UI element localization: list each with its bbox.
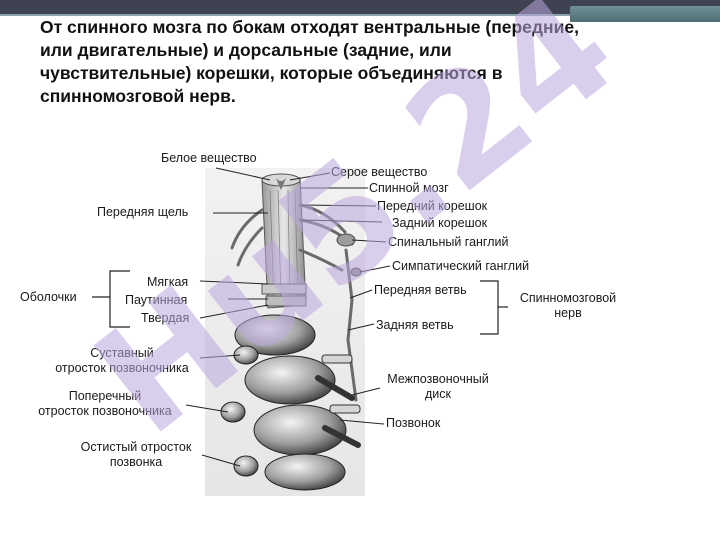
label-arachnoid: Паутинная <box>125 293 188 307</box>
label-articular-process: Суставный отросток позвоночника <box>42 346 202 376</box>
label-spinous-process: Остистый отросток позвонка <box>66 440 206 470</box>
label-anterior-fissure: Передняя щель <box>97 205 189 219</box>
vertebra-1 <box>234 314 316 356</box>
heading-line-2: или двигательные) и дорсальные (задние, … <box>40 40 452 60</box>
label-gray-matter: Серое вещество <box>331 165 428 179</box>
label-spinous-line-2: позвонка <box>109 455 163 469</box>
label-intervertebral-disc: Межпозвоночный диск <box>372 372 504 402</box>
rib-stub-2 <box>322 425 361 448</box>
top-bar-line <box>0 14 720 16</box>
label-transverse-line-1: Поперечный <box>68 389 142 403</box>
label-articular-line-1: Суставный <box>90 346 154 360</box>
heading-line-1: От спинного мозга по бокам отходят вентр… <box>40 17 579 37</box>
label-articular-line-2: отросток позвоночника <box>55 361 189 375</box>
heading-line-4: спинномозговой нерв. <box>40 86 236 106</box>
disc-1 <box>321 354 353 364</box>
slide-heading: От спинного мозга по бокам отходят вентр… <box>40 16 690 108</box>
label-spinal-cord: Спинной мозг <box>369 181 449 195</box>
label-posterior-branch: Задняя ветвь <box>376 318 454 332</box>
sympathetic-ganglion-shape <box>350 267 362 277</box>
label-spinal-ganglion: Спинальный ганглий <box>388 235 509 249</box>
meninges-band-1 <box>261 283 307 295</box>
label-transverse-line-2: отросток позвоночника <box>38 404 172 418</box>
label-white-matter: Белое вещество <box>161 151 257 165</box>
gray-matter-shape <box>276 178 286 190</box>
spinal-nerve-bracket <box>480 280 499 335</box>
rib-stub-1 <box>315 375 355 401</box>
label-meninges: Оболочки <box>20 290 77 304</box>
label-disc-line-2: диск <box>425 387 451 401</box>
label-spinous-line-1: Остистый отросток <box>80 440 192 454</box>
top-bar-tab <box>570 6 720 22</box>
disc-2 <box>329 404 361 414</box>
meninges-band-2 <box>265 295 307 307</box>
label-anterior-branch: Передняя ветвь <box>374 283 467 297</box>
spinous-process <box>233 455 259 477</box>
label-spinal-nerve: Спинномозговой нерв <box>508 291 628 321</box>
label-spinal-nerve-line-1: Спинномозговой <box>519 291 617 305</box>
label-anterior-root: Передний корешок <box>377 199 488 213</box>
label-transverse-process: Поперечный отросток позвоночника <box>24 389 186 419</box>
label-vertebra: Позвонок <box>386 416 441 430</box>
leader-lines <box>185 167 391 467</box>
label-posterior-root: Задний корешок <box>392 216 488 230</box>
transverse-process <box>220 401 246 423</box>
vertebra-4 <box>264 453 346 491</box>
label-sympathetic-ganglion: Симпатический ганглий <box>392 259 530 273</box>
top-bar <box>0 0 720 14</box>
vertebra-2 <box>244 355 336 405</box>
label-spinal-nerve-line-2: нерв <box>554 306 582 320</box>
label-hard: Твердая <box>141 311 190 325</box>
heading-line-3: чувствительные) корешки, которые объедин… <box>40 63 503 83</box>
label-soft: Мягкая <box>147 275 189 289</box>
meninges-bracket <box>109 270 130 328</box>
label-disc-line-1: Межпозвоночный <box>387 372 489 386</box>
